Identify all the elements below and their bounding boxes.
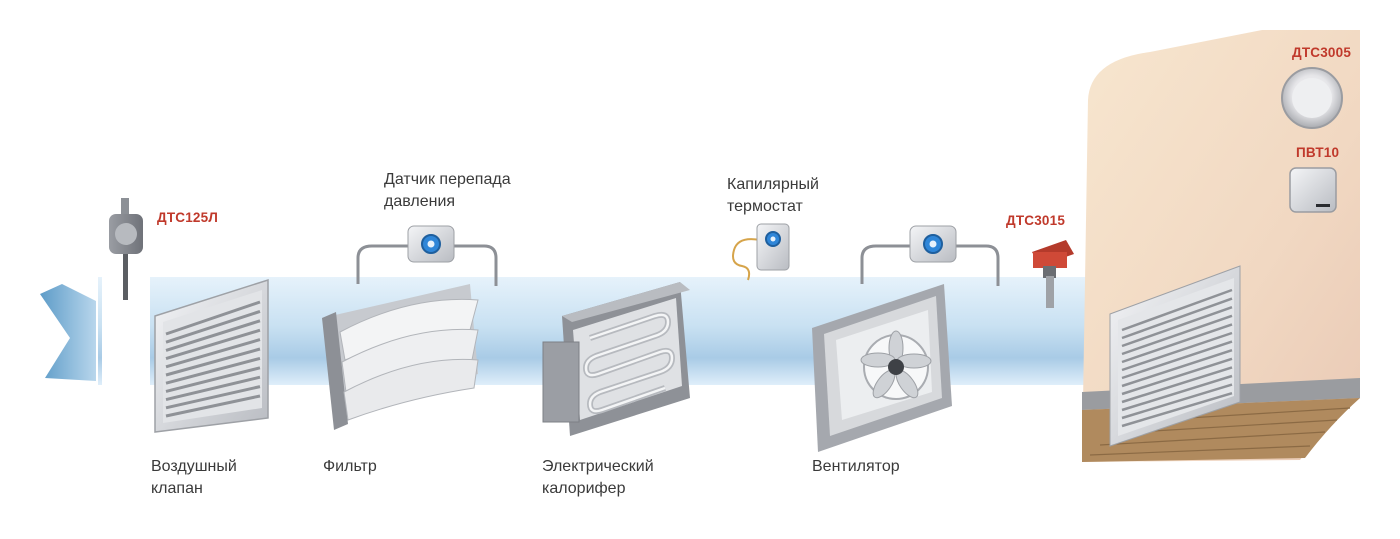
damper-slat xyxy=(165,338,261,369)
filter-label-line1: Фильтр xyxy=(323,458,377,475)
damper-slat xyxy=(165,328,261,361)
model-dtc3015: ДТС3015 xyxy=(1006,213,1066,228)
thermostat-label-line1: Капилярный xyxy=(727,176,819,193)
damper-slat xyxy=(165,309,261,344)
room-wall xyxy=(1082,30,1360,462)
damper-slat xyxy=(165,347,261,377)
wall-grille-slat xyxy=(1121,306,1233,348)
fan xyxy=(812,284,952,452)
air-damper-label: Воздушный клапан xyxy=(151,456,237,500)
air-damper-label-line1: Воздушный xyxy=(151,458,237,475)
model-pvt10: ПВТ10 xyxy=(1296,145,1340,160)
pressure-sensor-label-line1: Датчик перепада xyxy=(384,171,511,188)
air-damper xyxy=(154,278,269,433)
dtc125l-sensor xyxy=(102,196,150,389)
heater-label-line2: калорифер xyxy=(542,480,626,497)
fan-label: Вентилятор xyxy=(812,456,900,478)
wall-grille-slat xyxy=(1121,323,1233,364)
wall-grille-slat xyxy=(1121,357,1233,396)
wall-grille-slat xyxy=(1121,340,1233,380)
capillary-thermostat xyxy=(732,223,790,281)
electric-heater xyxy=(542,282,690,436)
wall-grille-slat xyxy=(1121,288,1233,332)
damper-slat xyxy=(165,300,261,336)
wall-grille-slat xyxy=(1121,392,1233,428)
damper-slat xyxy=(165,356,261,385)
heater-label: Электрический калорифер xyxy=(542,456,654,500)
pressure-sensor-label-line2: давления xyxy=(384,193,456,210)
dtc3005-sensor xyxy=(1281,67,1343,129)
damper-slat xyxy=(165,375,261,402)
wall-grille-slat xyxy=(1121,297,1233,340)
airflow-arrow xyxy=(40,284,96,381)
pressure-differential-sensor xyxy=(356,225,498,286)
damper-slat xyxy=(165,385,261,410)
wall-grille-slat xyxy=(1121,374,1233,412)
damper-slat xyxy=(165,366,261,393)
damper-slat xyxy=(165,394,261,418)
wall-grille-slat xyxy=(1121,349,1233,388)
model-dtc3005: ДТС3005 xyxy=(1292,45,1352,60)
filter xyxy=(322,284,479,430)
dtc3015-sensor xyxy=(1032,240,1074,308)
wall-grille-slat xyxy=(1121,366,1233,404)
model-dtc125l: ДТС125Л xyxy=(157,210,219,225)
fan-pressure-sensor xyxy=(860,225,1000,286)
pvt10-sensor xyxy=(1289,167,1337,213)
fan-label-line1: Вентилятор xyxy=(812,458,900,475)
wall-grille-slat xyxy=(1121,383,1233,420)
wall-grille-slat xyxy=(1121,314,1233,356)
pressure-sensor-label: Датчик перепада давления xyxy=(384,169,511,213)
air-damper-label-line2: клапан xyxy=(151,480,203,497)
filter-label: Фильтр xyxy=(323,456,377,478)
damper-slat xyxy=(165,319,261,352)
wall-grille-slat xyxy=(1121,331,1233,372)
thermostat-label-line2: термостат xyxy=(727,198,803,215)
thermostat-label: Капилярный термостат xyxy=(727,174,819,218)
heater-label-line1: Электрический xyxy=(542,458,654,475)
